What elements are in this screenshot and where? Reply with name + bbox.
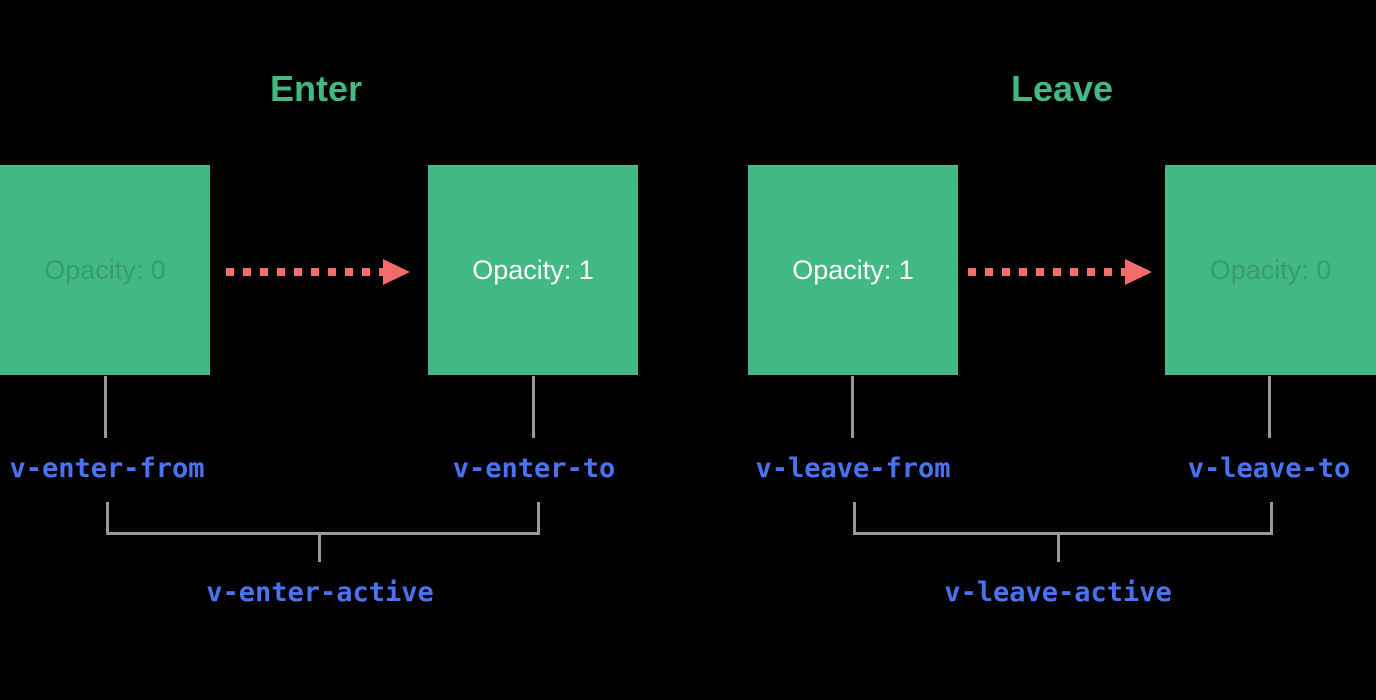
enter-to-box-label: Opacity: 1: [472, 254, 594, 285]
leave-arrow-icon: [968, 259, 1152, 285]
leave-from-box-label: Opacity: 1: [792, 254, 914, 285]
enter-from-box-label: Opacity: 0: [44, 254, 166, 285]
leave-to-box: Opacity: 0: [1165, 165, 1376, 375]
leave-to-connector-line: [1268, 376, 1271, 438]
leave-from-class-label: v-leave-from: [755, 453, 951, 484]
enter-from-class-label: v-enter-from: [9, 453, 205, 484]
leave-active-class-label: v-leave-active: [944, 577, 1172, 608]
enter-to-connector-line: [532, 376, 535, 438]
leave-active-bracket-stem: [1057, 532, 1060, 562]
enter-arrow-icon: [226, 259, 410, 285]
leave-to-class-label: v-leave-to: [1187, 453, 1351, 484]
leave-active-bracket: [853, 502, 1273, 535]
leave-from-box: Opacity: 1: [748, 165, 958, 375]
enter-active-bracket: [106, 502, 540, 535]
leave-from-connector-line: [851, 376, 854, 438]
enter-section-title: Enter: [269, 68, 363, 109]
enter-from-connector-line: [104, 376, 107, 438]
leave-to-box-label: Opacity: 0: [1209, 254, 1332, 285]
enter-active-bracket-stem: [318, 532, 321, 562]
enter-from-box: Opacity: 0: [0, 165, 210, 375]
enter-to-class-label: v-enter-to: [452, 453, 616, 484]
enter-to-box: Opacity: 1: [428, 165, 638, 375]
leave-section-title: Leave: [1010, 68, 1114, 109]
enter-active-class-label: v-enter-active: [206, 577, 434, 608]
